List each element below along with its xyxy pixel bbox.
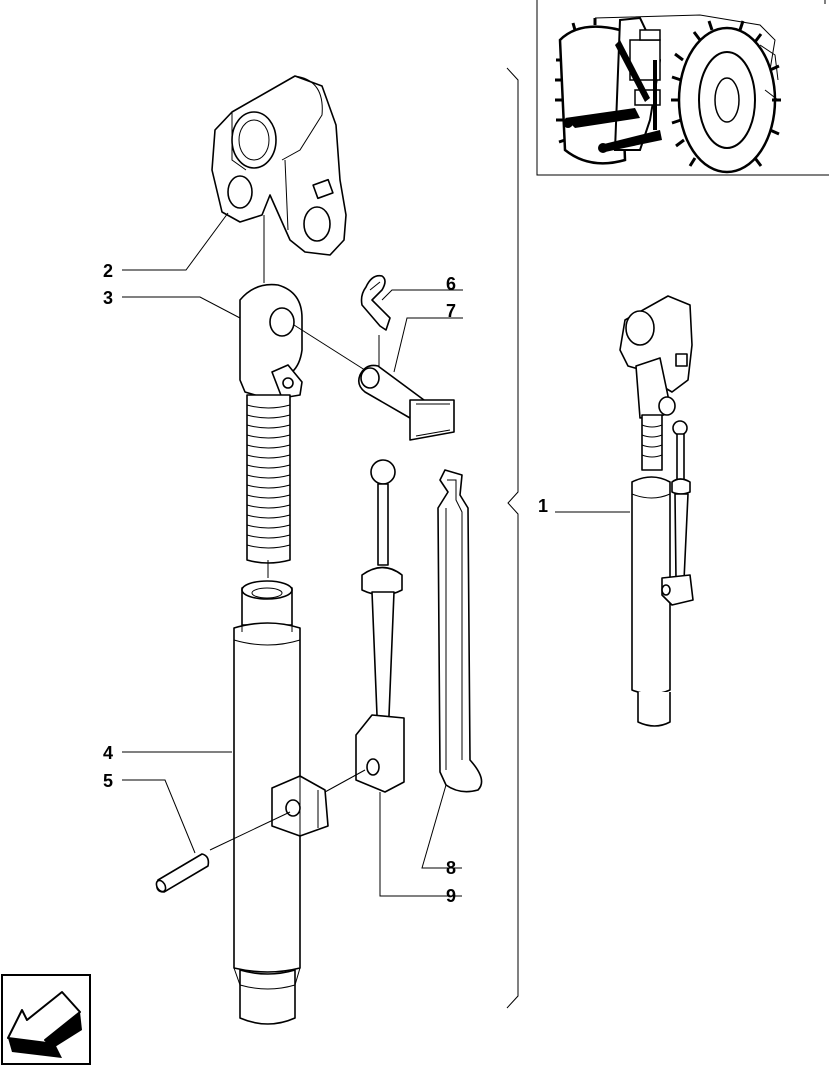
assembly-bracket: [506, 67, 519, 1009]
threaded-eye-end: [239, 283, 303, 564]
r-clip-part-6: [360, 274, 391, 331]
callout-3: 3: [103, 288, 113, 308]
threaded-rod: [246, 394, 291, 564]
callout-6: 6: [446, 274, 456, 294]
spring-clip-part-8: [437, 469, 483, 793]
top-link-yoke: [211, 75, 347, 256]
callout-1: 1: [538, 496, 548, 516]
back-arrow-icon[interactable]: [1, 974, 91, 1065]
assembled-top-link: [619, 295, 694, 727]
pin-part-5: [155, 853, 210, 893]
tractor-inset-image: [536, 0, 829, 176]
adjust-rod-part-9: [355, 459, 405, 793]
callout-7: 7: [446, 301, 456, 321]
callout-4: 4: [103, 743, 113, 763]
headed-pin-part-7: [358, 364, 455, 441]
callout-8: 8: [446, 858, 456, 878]
leader-lines: [122, 212, 630, 897]
callout-9: 9: [446, 886, 456, 906]
top-link-tube: [233, 580, 329, 1025]
callout-5: 5: [103, 771, 113, 791]
callout-2: 2: [103, 261, 113, 281]
callout-labels: 2 3 6 7 1 4 5 8 9: [103, 261, 548, 906]
